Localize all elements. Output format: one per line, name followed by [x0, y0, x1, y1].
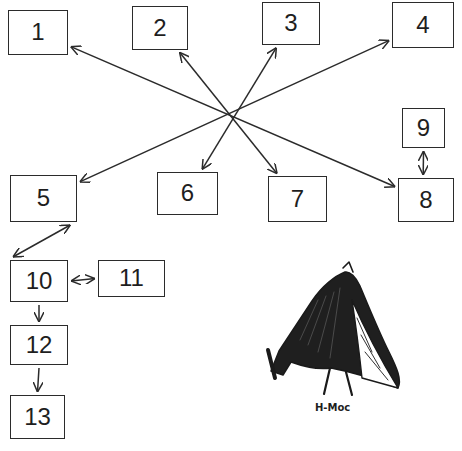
process-box: 1: [8, 10, 68, 55]
process-box: 12: [10, 325, 68, 365]
process-box: 2: [132, 6, 188, 50]
arrow-connector: [71, 47, 395, 187]
arrow-connector: [13, 225, 70, 257]
box-number: 13: [24, 404, 51, 430]
process-box: 13: [10, 395, 65, 439]
process-box: 4: [392, 2, 454, 48]
process-box: 9: [402, 108, 445, 148]
box-number: 8: [419, 187, 432, 213]
box-number: 4: [416, 12, 429, 38]
box-number: 11: [119, 265, 144, 291]
process-box: 7: [268, 176, 327, 222]
box-number: 5: [37, 185, 50, 211]
arrow-connector: [38, 305, 40, 322]
arrow-connector: [80, 40, 390, 182]
signature-wrap: H-Moc: [313, 397, 352, 415]
box-number: 6: [181, 180, 194, 206]
artist-signature: H-Moc: [313, 402, 352, 413]
process-box: 11: [98, 260, 165, 297]
process-box: 3: [262, 2, 320, 45]
cloaked-figure: [268, 262, 399, 395]
box-number: 9: [417, 115, 430, 141]
box-number: 2: [153, 15, 166, 41]
box-number: 7: [291, 186, 304, 212]
arrow-connector: [71, 279, 95, 282]
arrow-connector: [422, 151, 424, 175]
box-number: 10: [26, 268, 53, 294]
process-box: 6: [157, 172, 218, 215]
box-number: 3: [284, 10, 297, 36]
process-box: 10: [10, 260, 68, 302]
box-number: 12: [26, 332, 53, 358]
box-number: 1: [31, 19, 44, 45]
process-box: 8: [398, 178, 454, 222]
process-box: 5: [10, 175, 77, 222]
arrow-connector: [38, 368, 40, 392]
